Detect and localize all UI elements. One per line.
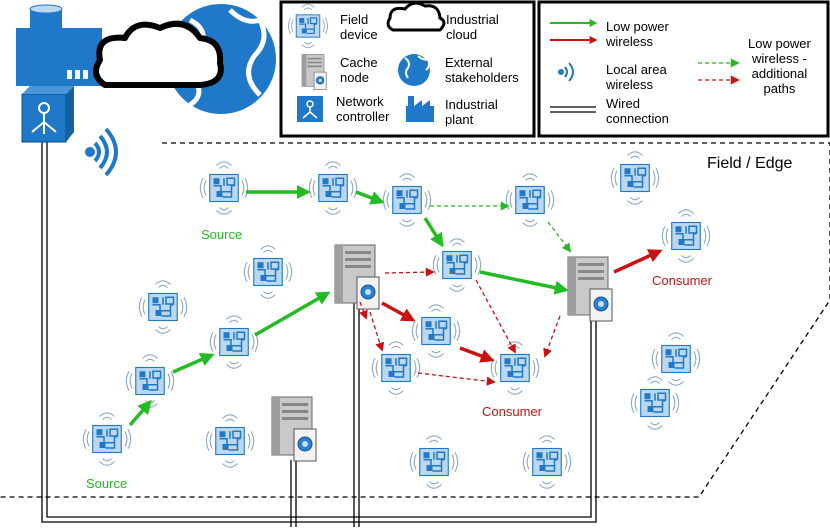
field-device-icon bbox=[505, 173, 555, 227]
legend-box-links bbox=[537, 0, 830, 138]
field-device-icon bbox=[82, 412, 132, 466]
field-device-icon bbox=[610, 151, 660, 205]
field-device-icon bbox=[661, 209, 711, 263]
field-device-icon bbox=[630, 376, 680, 430]
industrial-plant-icon bbox=[16, 4, 102, 86]
field-device-icon bbox=[522, 435, 572, 489]
field-edge-region bbox=[0, 142, 830, 498]
field-device-icon bbox=[490, 341, 540, 395]
green-additional-paths bbox=[430, 201, 572, 253]
industrial-cloud-icon bbox=[93, 20, 224, 88]
legend-wireless-icon bbox=[558, 62, 574, 82]
field-device-icon bbox=[308, 161, 358, 215]
legend-wired-line bbox=[550, 106, 596, 113]
legend-network-controller-icon bbox=[297, 96, 323, 122]
red-additional-paths bbox=[359, 267, 561, 386]
legend-local-area-wireless-label: Local area wireless bbox=[606, 62, 667, 92]
red-wireless-paths bbox=[381, 249, 663, 363]
legend-field-device-label: Field device bbox=[340, 12, 378, 42]
legend-wired-connection-label: Wired connection bbox=[606, 96, 669, 126]
field-device-icon bbox=[651, 332, 701, 386]
consumer-label: Consumer bbox=[652, 273, 712, 288]
legend-industrial-cloud-label: Industrial cloud bbox=[446, 12, 499, 42]
field-device-icon bbox=[199, 161, 249, 215]
field-device-icon bbox=[411, 304, 461, 358]
field-device-icon bbox=[432, 238, 482, 292]
cache-node-icon bbox=[271, 396, 317, 462]
consumer-label: Consumer bbox=[482, 404, 542, 419]
field-device-icon bbox=[205, 414, 255, 468]
green-wireless-paths bbox=[128, 185, 569, 427]
field-edge-label: Field / Edge bbox=[707, 155, 793, 172]
legend-external-stakeholders-label: External stakeholders bbox=[445, 55, 519, 85]
legend-plant-icon bbox=[406, 96, 434, 122]
field-device-icon bbox=[371, 341, 421, 395]
legend-cloud-icon bbox=[386, 1, 446, 32]
field-device-icon bbox=[125, 354, 175, 408]
cache-node-icon bbox=[334, 244, 380, 310]
wired-connections bbox=[41, 140, 597, 527]
field-device-icon bbox=[138, 280, 188, 334]
legend-cache-node-icon bbox=[301, 54, 327, 90]
legend-industrial-plant-label: Industrial plant bbox=[445, 97, 498, 127]
field-devices bbox=[82, 151, 711, 489]
network-controller-icon bbox=[21, 86, 74, 143]
field-device-icon bbox=[243, 245, 293, 299]
local-area-wireless-icon bbox=[85, 127, 118, 177]
legend-globe-icon bbox=[398, 54, 431, 86]
legend-low-power-wireless-label: Low power wireless bbox=[606, 19, 669, 49]
legend-cache-node-label: Cache node bbox=[340, 55, 378, 85]
field-device-icon bbox=[209, 315, 259, 369]
source-label: Source bbox=[201, 227, 243, 242]
field-device-icon bbox=[409, 435, 459, 489]
cache-node-icon bbox=[567, 256, 613, 322]
legend-network-controller-label: Network controller bbox=[336, 94, 390, 124]
source-label: Source bbox=[86, 476, 128, 491]
legend-additional-paths-label: Low power wireless - additional paths bbox=[748, 36, 811, 96]
field-device-icon bbox=[382, 173, 432, 227]
